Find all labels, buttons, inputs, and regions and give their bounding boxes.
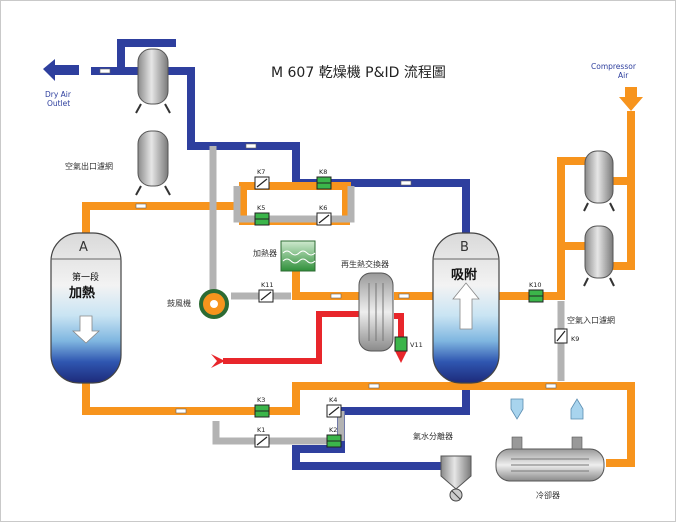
inlet-filter-vessel-lower [583, 225, 615, 287]
tower-a-line1: 第一段 [72, 271, 99, 283]
outlet-label-line1: Dry Air [45, 90, 72, 99]
valve-k2-label: K2 [329, 426, 337, 434]
dry-air-outlet-arrow-icon [43, 59, 79, 81]
cooling-water-in-icon [510, 398, 524, 420]
air-cooler-label: 再生熱交換器 [341, 259, 389, 269]
valve-k5[interactable] [254, 212, 270, 226]
dry-air-main-pipe [91, 67, 470, 236]
valve-k7[interactable] [254, 176, 270, 190]
tower-b-letter: B [460, 240, 469, 255]
valve-k6[interactable] [316, 212, 332, 226]
valve-k11[interactable] [258, 289, 274, 303]
cooling-inlet-arrow-icon [211, 354, 225, 368]
orange-bypass-pipe [239, 182, 351, 206]
outlet-vessel-pipe [117, 39, 176, 71]
dry-air-pipes [91, 39, 470, 470]
water-separator [440, 455, 472, 502]
blower-icon [199, 289, 229, 319]
valve-k7-label: K7 [257, 168, 265, 176]
valve-k4-label: K4 [329, 396, 337, 404]
outlet-filter-label: 空氣出口濾網 [65, 161, 113, 171]
tower-a [50, 232, 122, 384]
flow-ticks [99, 68, 557, 414]
diagram-title: M 607 乾燥機 P&ID 流程圖 [271, 65, 446, 81]
heater [280, 240, 316, 272]
condenser-label: 冷卻器 [536, 490, 560, 500]
outlet-vessel [135, 48, 171, 114]
valve-k8-label: K8 [319, 168, 327, 176]
cooling-inlet-pipe [223, 311, 361, 364]
heater-label: 加熱器 [253, 248, 277, 258]
valve-k9-label: K9 [571, 335, 579, 343]
valve-k9[interactable] [554, 328, 568, 344]
valve-k1-label: K1 [257, 426, 265, 434]
up-arrow-icon [452, 282, 480, 330]
valve-k8[interactable] [316, 176, 332, 190]
inlet-filter-vessel-upper [583, 150, 615, 212]
valve-k2[interactable] [326, 434, 342, 448]
condenser [495, 436, 605, 482]
valve-k11-label: K11 [261, 281, 274, 289]
valve-k1[interactable] [254, 434, 270, 448]
tower-b-line1: 吸附 [451, 267, 477, 283]
valve-k3[interactable] [254, 404, 270, 418]
compressor-feed-pipe [613, 111, 635, 270]
valve-v11[interactable] [394, 336, 408, 352]
compressor-inlet-arrow-icon [619, 87, 643, 111]
orange-bottom-pipe [82, 376, 466, 415]
down-arrow-icon [71, 315, 101, 344]
compressor-label-line1: Compressor [591, 62, 637, 71]
inlet-filter-label: 空氣入口濾網 [567, 315, 615, 325]
dry-air-bottom-pipe [292, 379, 470, 470]
valve-k5-label: K5 [257, 204, 265, 212]
water-separator-label: 氣水分離器 [413, 431, 453, 441]
outlet-label-line2: Outlet [47, 99, 70, 108]
tower-a-line2: 加熱 [68, 285, 95, 301]
valve-k10[interactable] [528, 289, 544, 303]
compressor-label-line2: Air [618, 71, 629, 80]
valve-k4[interactable] [326, 404, 342, 418]
regen-pipes [209, 146, 565, 445]
valve-k10-label: K10 [529, 281, 542, 289]
regen-heat-exchanger [358, 272, 394, 352]
tower-b [432, 232, 500, 384]
outlet-filter-vessel [135, 130, 171, 196]
cooling-outlet-arrow-icon [395, 351, 407, 363]
tower-a-letter: A [79, 240, 88, 255]
gray-bottom-pipe [212, 421, 341, 445]
orange-inlet-pipe [496, 157, 586, 300]
valve-labels: K7 K8 K5 K6 K11 K10 K9 K3 K4 K1 K2 V11 [257, 168, 579, 434]
blower-label: 鼓風機 [167, 298, 191, 308]
valve-k3-label: K3 [257, 396, 265, 404]
valves [254, 176, 568, 448]
cooling-water-out-icon [570, 398, 584, 420]
valve-v11-label: V11 [410, 341, 423, 349]
valve-k6-label: K6 [319, 204, 327, 212]
orange-top-left-pipe [82, 183, 350, 241]
gray-loop-pipe [233, 186, 355, 223]
